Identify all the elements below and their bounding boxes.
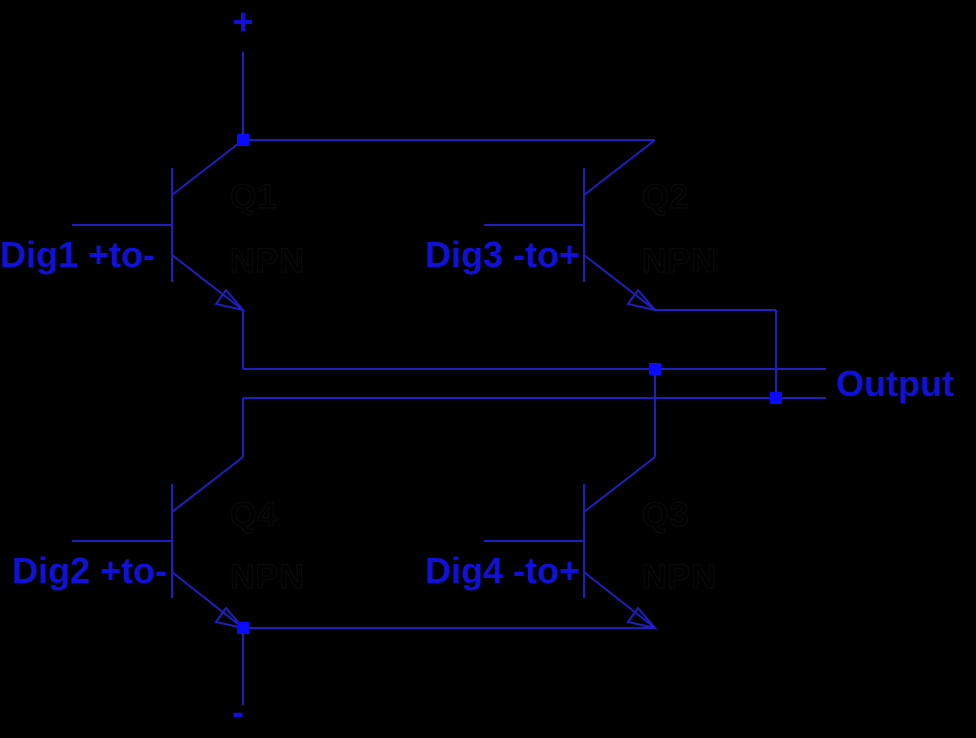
transistor-q4 (72, 398, 246, 630)
q2-ref-label: Q2 (642, 178, 689, 216)
transistor-q1 (72, 139, 246, 369)
q3-type-label: NPN (642, 558, 717, 596)
q2-type-label: NPN (642, 242, 717, 280)
output-label: Output (836, 363, 954, 404)
negative-rail-label: - (232, 691, 244, 732)
transistor-q2 (484, 139, 777, 398)
q3-ref-label: Q3 (642, 496, 689, 534)
transistor-q3 (484, 369, 658, 630)
q4-ref-label: Q4 (230, 496, 277, 534)
q1-type-label: NPN (230, 242, 305, 280)
q4-input-label: Dig2 +to- (12, 550, 167, 591)
q2-input-label: Dig3 -to+ (425, 234, 580, 275)
junction-dot-output-a (649, 363, 661, 375)
q1-ref-label: Q1 (230, 178, 277, 216)
q3-input-label: Dig4 -to+ (425, 550, 580, 591)
positive-rail-label: + (232, 1, 253, 42)
junction-dot-output-b (770, 392, 782, 404)
q4-type-label: NPN (230, 558, 305, 596)
junction-dot-top (237, 134, 249, 146)
junction-dot-bottom (237, 622, 249, 634)
q1-input-label: Dig1 +to- (0, 234, 155, 275)
